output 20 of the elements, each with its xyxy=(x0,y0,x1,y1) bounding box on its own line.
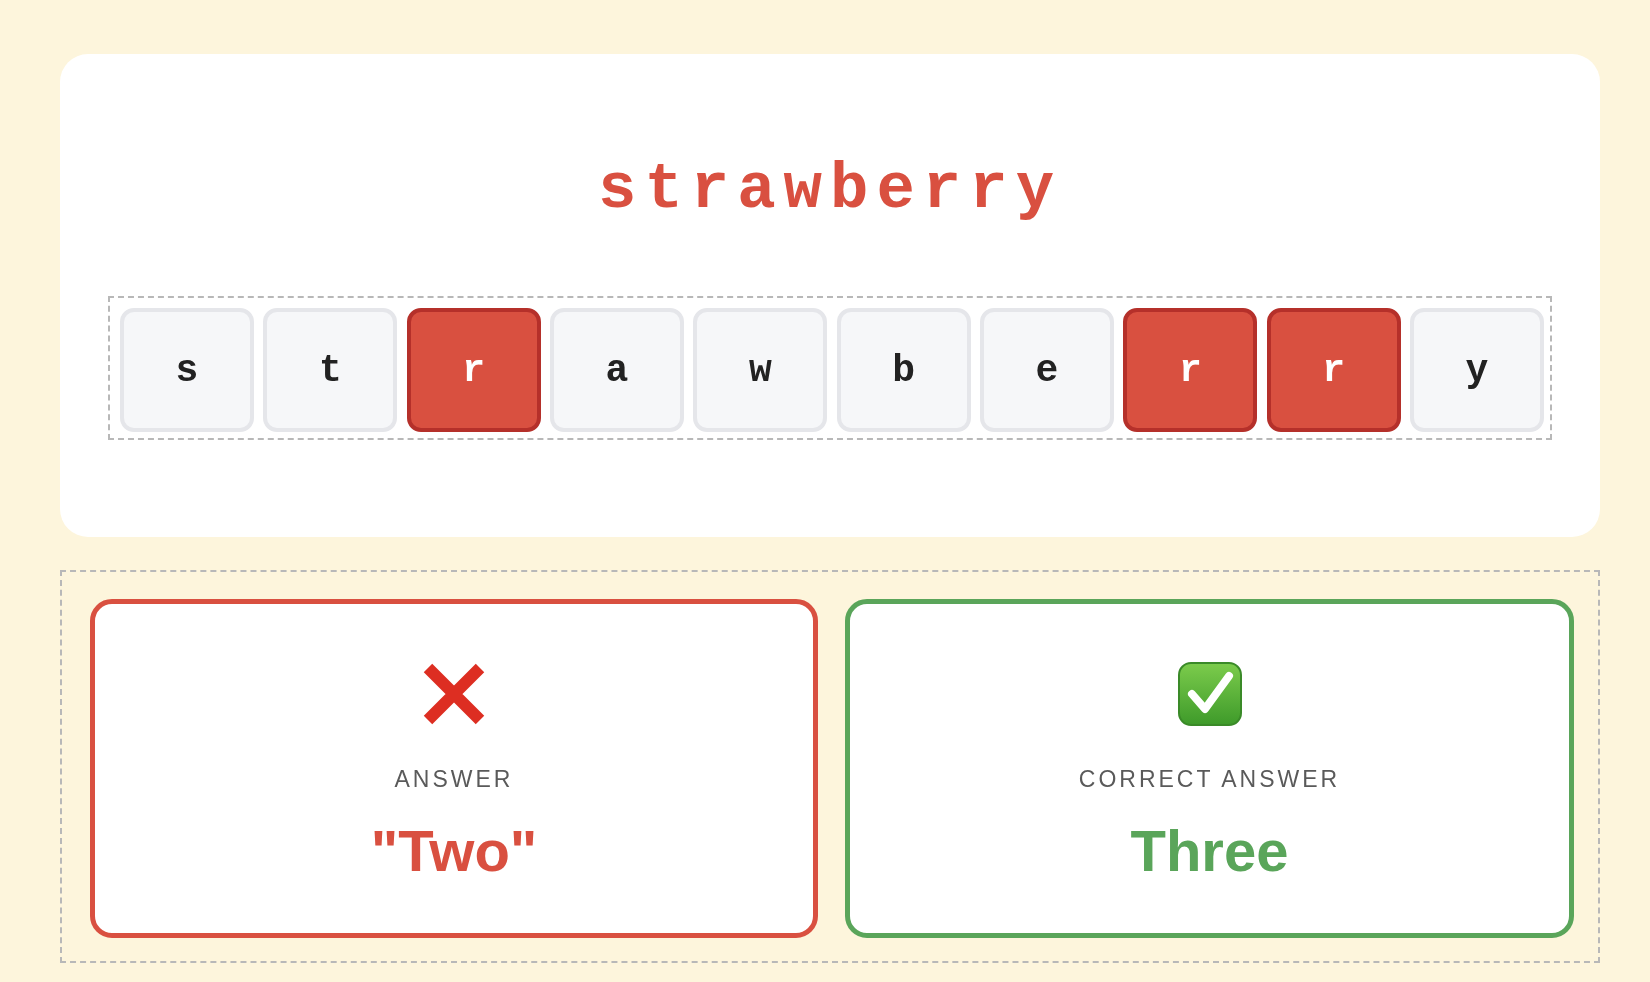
correct-answer-card xyxy=(845,599,1574,938)
word-heading: strawberry xyxy=(597,154,1063,226)
letter-tile: a xyxy=(550,308,684,432)
letter-row xyxy=(108,296,1552,440)
highlighted-letter-tile: r xyxy=(406,308,541,432)
answer-value: "Two" xyxy=(369,817,539,885)
letter-tile: b xyxy=(836,308,971,432)
answer-label: CORRECT ANSWER xyxy=(1077,765,1342,794)
letter-tile: w xyxy=(693,308,828,432)
letter-tile: e xyxy=(979,308,1114,432)
wrong-answer-card xyxy=(90,599,818,938)
letter-tile: y xyxy=(1409,308,1544,432)
letter-tile: s xyxy=(120,308,254,432)
highlighted-letter-tile: r xyxy=(1266,308,1401,432)
highlighted-letter-tile: r xyxy=(1123,308,1258,432)
answer-panel xyxy=(60,570,1600,963)
word-card xyxy=(60,54,1600,537)
letter-tile: t xyxy=(263,308,398,432)
answer-label: ANSWER xyxy=(393,765,515,794)
answer-value: Three xyxy=(1129,817,1290,885)
